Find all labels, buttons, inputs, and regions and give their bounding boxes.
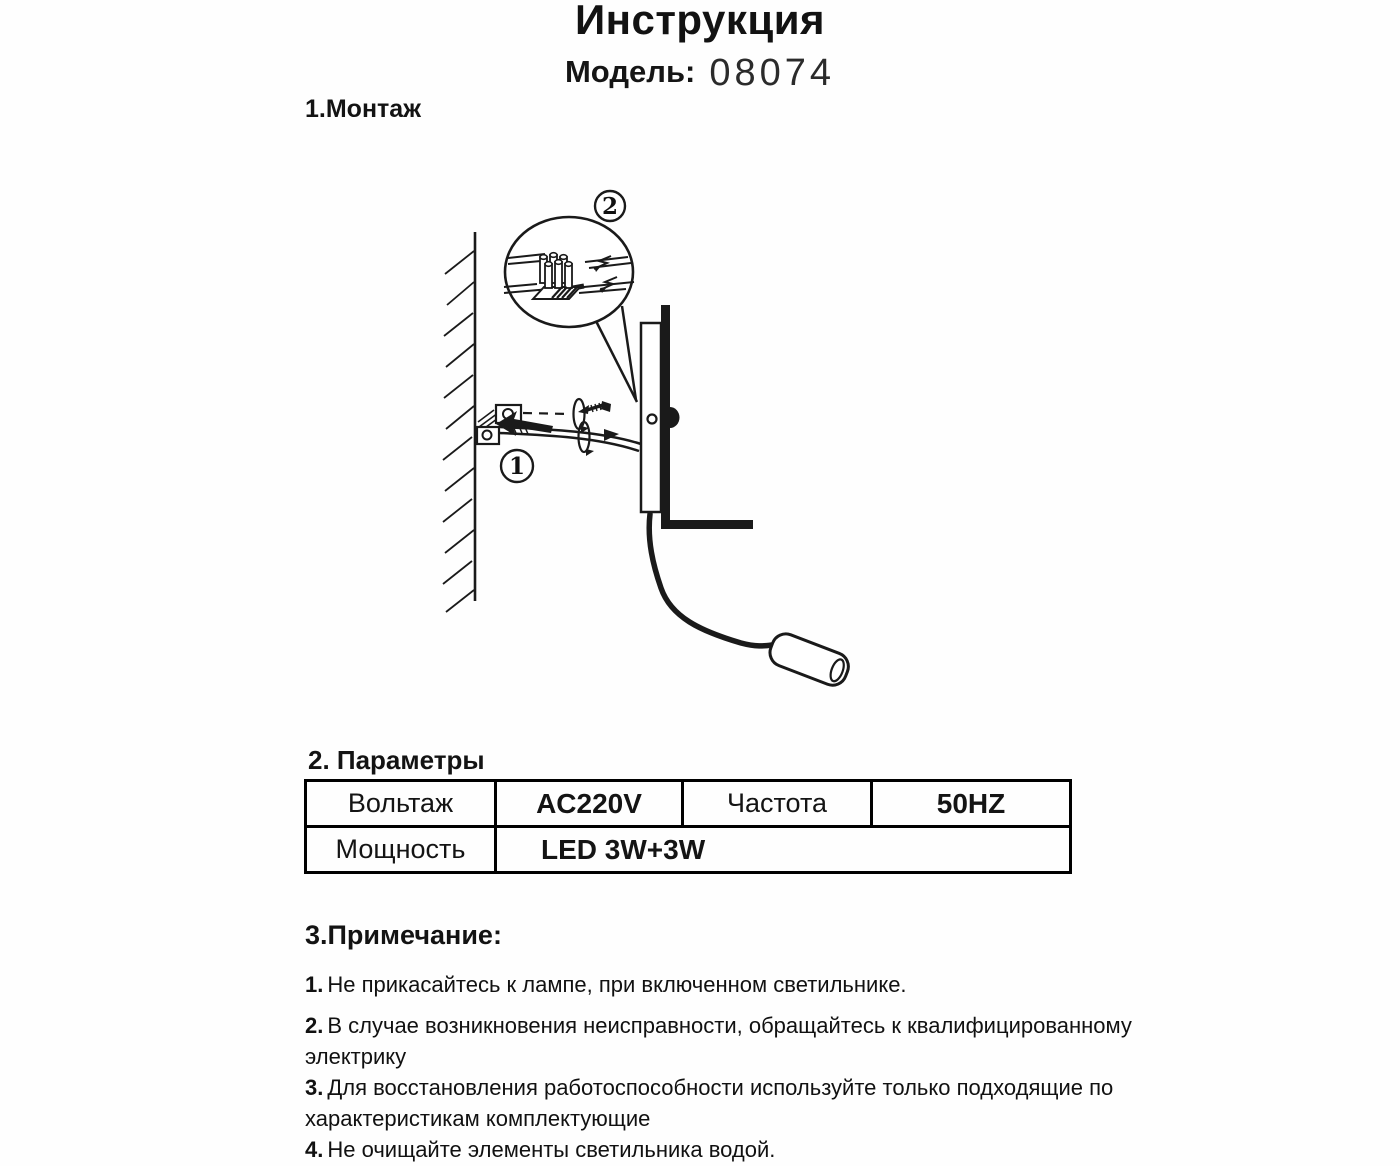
mounting-bracket [475, 403, 553, 446]
note-text: Не очищайте элементы светильника водой. [327, 1137, 776, 1162]
cell-power-value: LED 3W+3W [494, 825, 1072, 874]
model-label: Модель: [564, 54, 696, 89]
connection-wires [499, 422, 642, 453]
note-item: 2.В случае возникновения неисправности, … [305, 1010, 1145, 1072]
note-text: Для восстановления работоспособности исп… [305, 1075, 1114, 1131]
table-row: Мощность LED 3W+3W [304, 825, 1072, 874]
note-item: 3.Для восстановления работоспособности и… [305, 1072, 1145, 1134]
cell-voltage-value: AC220V [494, 779, 684, 828]
callout-2-number: 2 [602, 193, 618, 220]
callout-1-number: 1 [509, 453, 525, 480]
section-heading-notes: 3.Примечание: [305, 920, 502, 950]
alignment-dashed-line [522, 411, 572, 416]
lamp-head [768, 632, 850, 687]
callout-1-badge: 1 [499, 448, 535, 484]
rotation-arrows [572, 397, 594, 456]
notes-list: 1.Не прикасайтесь к лампе, при включенно… [305, 969, 1145, 1165]
terminal-block [503, 251, 635, 300]
section-heading-montage: 1.Монтаж [305, 95, 421, 123]
note-number: 2. [305, 1013, 324, 1038]
note-text: В случае возникновения неисправности, об… [305, 1013, 1132, 1069]
cell-frequency-value: 50HZ [870, 779, 1072, 828]
callout-2-badge: 2 [593, 189, 627, 223]
screw-icon [578, 401, 611, 414]
cell-power-label: Мощность [304, 825, 497, 874]
note-number: 3. [305, 1075, 324, 1100]
cell-frequency-label: Частота [681, 779, 873, 828]
note-item: 1.Не прикасайтесь к лампе, при включенно… [305, 969, 1145, 1000]
installation-diagram: 2 [442, 189, 850, 687]
note-number: 1. [305, 972, 324, 997]
table-row: Вольтаж AC220V Частота 50HZ [304, 779, 1072, 828]
wall [442, 232, 477, 613]
power-cord [646, 511, 775, 649]
cell-voltage-label: Вольтаж [304, 779, 497, 828]
connector-balloon [503, 215, 639, 403]
page-title: Инструкция [574, 0, 826, 43]
lamp-body [639, 305, 753, 529]
section-heading-params: 2. Параметры [308, 745, 485, 775]
note-text: Не прикасайтесь к лампе, при включенном … [327, 972, 907, 997]
model-line: Модель: 08074 [0, 52, 1400, 95]
note-number: 4. [305, 1137, 324, 1162]
parameters-table: Вольтаж AC220V Частота 50HZ Мощность LED… [304, 779, 1072, 874]
note-item: 4.Не очищайте элементы светильника водой… [305, 1134, 1145, 1165]
model-number: 08074 [709, 52, 835, 94]
